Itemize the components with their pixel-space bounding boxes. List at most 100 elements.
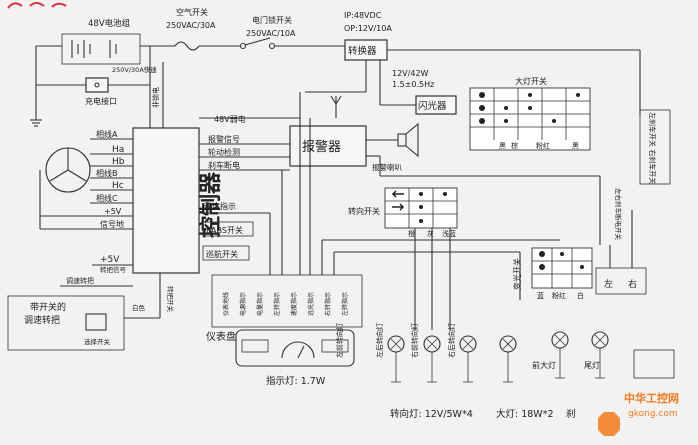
op-rating: OP:12V/10A (344, 24, 392, 33)
door-lock-label: 电门锁开关 (252, 15, 292, 25)
alarm-label: 报警器 (302, 139, 341, 155)
turn-switch-table (384, 187, 458, 229)
turn-col-2: 浅蓝 (442, 229, 456, 238)
throttle-signal-label: 转把信号 (100, 265, 127, 274)
door-lock-rating: 250VAC/10A (246, 29, 296, 38)
lamps-group (387, 331, 609, 383)
hl-col-3: 黑 (572, 142, 579, 150)
ground-symbol (30, 119, 42, 127)
brake-switch-label: 左刹车开关 右刹车开关 (648, 112, 657, 184)
battery-label: 48V电池组 (88, 18, 131, 29)
door-lock-icon (244, 37, 271, 46)
header-decoration (7, 2, 67, 9)
tail-lamp-label: 尾灯 (584, 360, 600, 370)
eabs-switch-label: EABS开关 (206, 225, 243, 235)
charge-port-label: 充电接口 (85, 96, 117, 106)
brake-switch-box (639, 109, 671, 185)
headlight-switch-table (469, 87, 591, 151)
alarm-box (289, 125, 367, 167)
headlamp-spec: 大灯: 18W*2 (496, 408, 554, 420)
brake-lr-box (595, 267, 647, 295)
watermark-label: 中华工控网 (624, 391, 679, 405)
wheel-detect-label: 轮动检测 (208, 147, 240, 157)
throttle-with-switch-1: 带开关的 (30, 301, 66, 313)
select-switch-label: 选择开关 (84, 337, 111, 346)
brake-left-label: 左 (604, 278, 613, 290)
brake-light-switch-label: 左右刹车断电开关 (614, 188, 623, 241)
flasher-rating-2: 1.5±0.5Hz (392, 80, 434, 89)
lamp-icon (387, 335, 405, 383)
air-switch-icon (174, 41, 200, 51)
cruise-switch-label: 巡航开关 (206, 249, 238, 259)
hall-c-label: Hc (112, 181, 124, 191)
dash-pin-label: 电源指示 (239, 292, 247, 316)
converter-label: 转换器 (348, 45, 377, 57)
watermark-logo: 中华工控网 gkong.com (598, 391, 679, 436)
hl-col-2: 粉红 (536, 141, 550, 150)
throttle-switch-sig-label: 转把开关 (166, 286, 175, 313)
plus5v-2-label: +5V (100, 255, 120, 265)
rf-turn-label: 右前转向灯 (410, 323, 419, 358)
watermark-url: gkong.com (628, 409, 678, 419)
select-switch-icon[interactable] (85, 313, 107, 331)
throttle-box (7, 295, 125, 351)
dashboard-pins: 仪表地线电源指示电量指示左转指示速度指示远光指示右转指示左转指示 (222, 292, 349, 316)
horn-icon (397, 122, 419, 158)
brake-cutoff-label: 刹车断电 (208, 160, 240, 170)
brake-right-label: 右 (628, 278, 637, 290)
dash-pin-label: 速度指示 (290, 292, 298, 316)
dashboard-label: 仪表盘 (206, 330, 236, 343)
throttle-with-switch-2: 调速转把 (24, 314, 60, 326)
hl-col-1: 棕 (511, 141, 518, 150)
plus5v-label: +5V (104, 207, 122, 216)
beam-col-2: 白 (577, 291, 584, 300)
battery-box (61, 33, 141, 65)
hall-b-label: Hb (112, 157, 125, 167)
signal-gnd-label: 信号地 (100, 219, 124, 229)
air-switch-label: 空气开关 (176, 7, 208, 17)
cruise-switch-box[interactable] (202, 245, 250, 261)
controller-box (132, 127, 200, 274)
indicator-lamp-label: 指示灯: 1.7W (266, 375, 326, 387)
hl-col-0: 黑 (499, 142, 506, 150)
charge-port-icon (85, 77, 109, 93)
eabs-switch-box[interactable] (202, 221, 254, 237)
dash-pin-label: 远光指示 (307, 292, 315, 316)
lamp-icon (499, 335, 517, 383)
motor-icon (45, 147, 91, 193)
rr-turn-label: 右后转向灯 (447, 323, 456, 358)
turn-col-1: 灰 (427, 229, 434, 238)
dashboard-box (211, 274, 363, 328)
ip-rating: IP:48VDC (344, 11, 382, 20)
dash-pin-label: 右转指示 (324, 292, 332, 316)
turn-switch-label: 转向开关 (348, 206, 380, 216)
lamp-icon (459, 335, 477, 383)
phase-c-label: 相线C (96, 193, 118, 203)
dashboard-gauge (235, 329, 355, 367)
lamp-icon (551, 331, 569, 379)
beam-col-1: 粉红 (552, 291, 566, 300)
tail-ground-box (633, 349, 675, 379)
alarm-horn-label: 报警喇叭 (372, 162, 402, 172)
antenna-icon (330, 95, 342, 118)
phase-b-label: 相线B (96, 168, 118, 178)
lamp-icon (423, 335, 441, 383)
beam-col-0: 蓝 (537, 291, 544, 300)
flasher-label: 闪光器 (418, 100, 447, 112)
headlight-switch-label: 大灯开关 (515, 76, 547, 86)
controller-label: 控制器 (198, 171, 224, 238)
alarm-signal-label: 报警信号 (208, 134, 240, 144)
speed-throttle-label: 调速转把 (66, 276, 94, 285)
non-lock-label: 非锁电 (151, 87, 160, 108)
flasher-rating-1: 12V/42W (392, 69, 429, 78)
lr-turn-label: 左后转向灯 (375, 323, 384, 358)
battery-fuse-label: 250V/30A快速 (112, 65, 157, 74)
speed-indicator-label: 速度指示 (204, 201, 236, 211)
lf-turn-label: 左前转向灯 (335, 323, 344, 358)
hall-a-label: Ha (112, 145, 124, 155)
battery-icon (71, 40, 117, 58)
dash-pin-label: 左转指示 (273, 292, 281, 316)
phase-a-label: 相线A (96, 129, 118, 139)
front-headlamp-label: 前大灯 (532, 360, 556, 370)
